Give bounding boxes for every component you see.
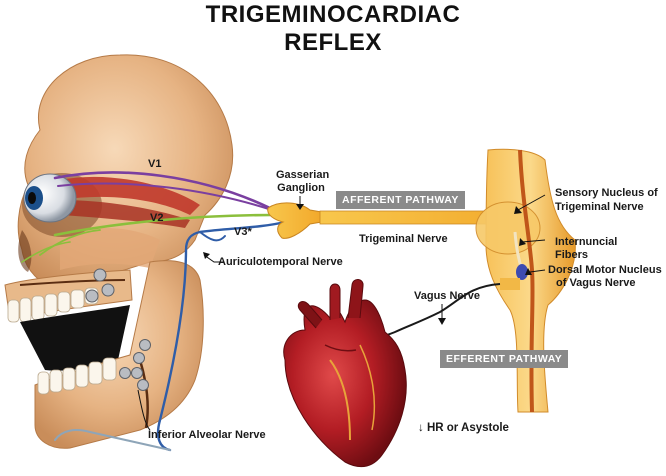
label-sensory-nucleus-line1: Sensory Nucleus of [555,187,658,200]
label-dorsal-motor-line1: Dorsal Motor Nucleus [548,264,662,277]
gasserian-ganglion [268,203,322,238]
label-gasserian-line2: Ganglion [276,182,326,195]
label-v3: V3* [234,226,252,239]
label-hr-or-asystole: ↓ HR or Asystole [418,422,509,435]
label-v1: V1 [148,158,161,171]
diagram-title-line1: TRIGEMINOCARDIAC [0,2,666,28]
label-vagus-nerve: Vagus Nerve [414,290,480,303]
heart-illustration [284,279,407,466]
label-internuncial-line1: Internuncial [555,236,617,249]
dorsal-motor-nucleus [516,264,528,280]
label-gasserian-line1: Gasserian [276,169,326,182]
label-dorsal-motor-line2: of Vagus Nerve [556,277,635,290]
afferent-pathway-badge: AFFERENT PATHWAY [336,191,465,209]
efferent-pathway-badge: EFFERENT PATHWAY [440,350,568,368]
label-trigeminal-nerve: Trigeminal Nerve [359,233,448,246]
label-auriculotemporal-nerve: Auriculotemporal Nerve [218,256,343,269]
label-v2: V2 [150,212,163,225]
label-internuncial-line2: Fibers [555,249,588,262]
diagram-title-line2: REFLEX [0,30,666,56]
label-sensory-nucleus-line2: Trigeminal Nerve [555,201,644,214]
label-inferior-alveolar-nerve: Inferior Alveolar Nerve [148,429,266,442]
